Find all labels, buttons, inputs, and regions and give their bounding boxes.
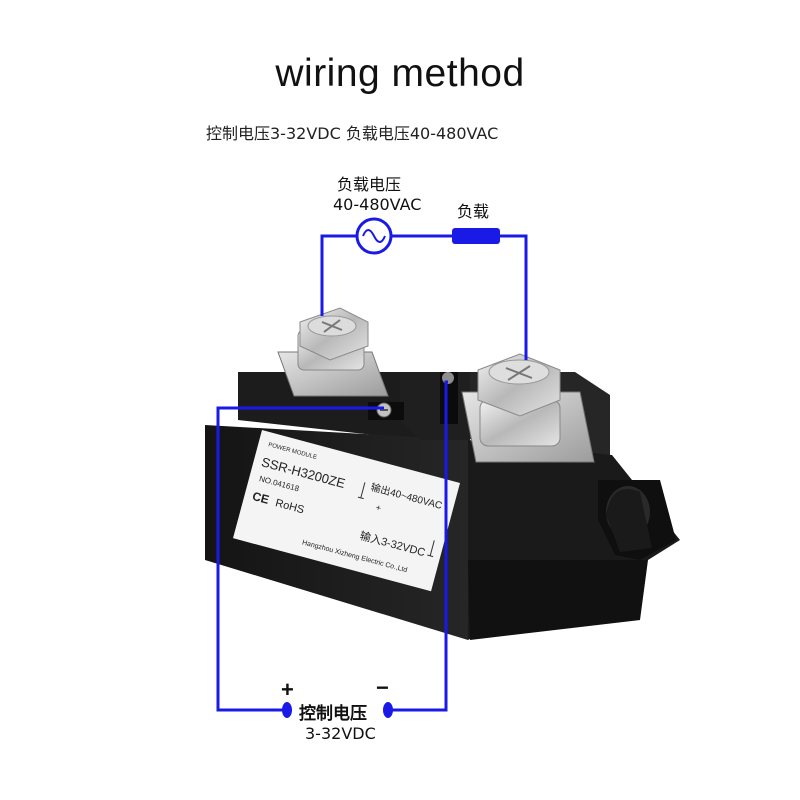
load-wire-left bbox=[320, 234, 357, 316]
label-plus: + bbox=[375, 502, 383, 513]
terminal-left bbox=[277, 307, 389, 397]
page-title: wiring method bbox=[275, 52, 525, 95]
control-wire-plus bbox=[216, 406, 384, 712]
control-terminals bbox=[282, 702, 393, 718]
control-plus-sign: + bbox=[281, 677, 294, 702]
label-ce: CE bbox=[251, 489, 271, 507]
control-voltage-label: 控制电压 bbox=[299, 704, 367, 724]
control-wire-minus bbox=[390, 380, 448, 712]
load-voltage-value: 40-480VAC bbox=[333, 195, 422, 214]
load-resistor-icon bbox=[452, 228, 500, 244]
module-label: POWER MODULE SSR-H3200ZE NO.041618 CE Ro… bbox=[233, 430, 461, 592]
voltage-spec-subtitle: 控制电压3-32VDC 负载电压40-480VAC bbox=[206, 124, 499, 143]
load-wire-right bbox=[500, 234, 528, 360]
load-label: 负载 bbox=[457, 202, 490, 221]
control-minus-sign: − bbox=[376, 675, 389, 700]
control-voltage-value: 3-32VDC bbox=[305, 724, 376, 743]
wiring bbox=[216, 234, 528, 712]
control-plus-terminal bbox=[282, 702, 292, 718]
center-ridge bbox=[400, 372, 470, 440]
terminal-right bbox=[461, 353, 595, 463]
load-voltage-label: 负载电压 bbox=[337, 175, 402, 194]
ac-source-icon bbox=[355, 217, 393, 255]
control-minus-terminal bbox=[383, 702, 393, 718]
